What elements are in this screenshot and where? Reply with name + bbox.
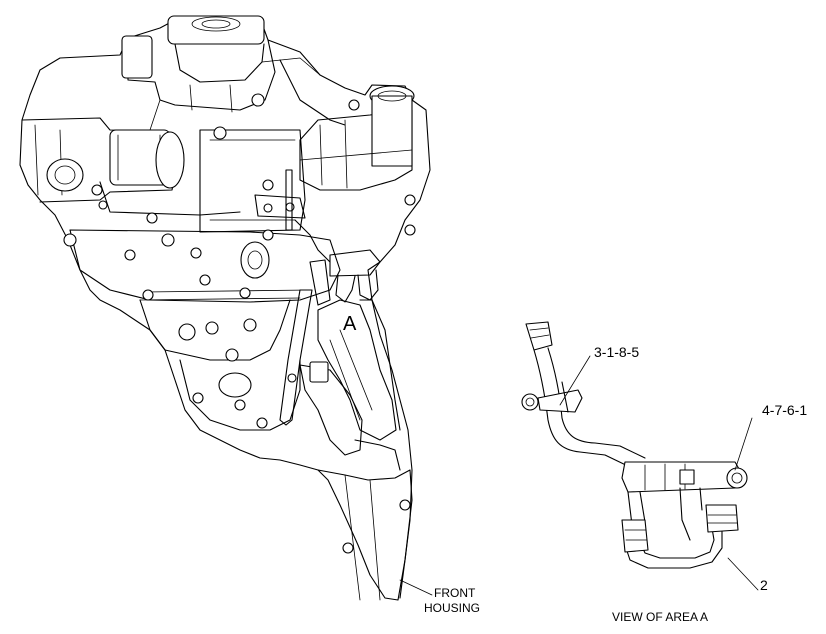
part-number-4-7-6-1: 4-7-6-1 <box>762 402 807 418</box>
view-of-area-a-caption: VIEW OF AREA A <box>612 610 708 624</box>
front-housing-label-line1: FRONT <box>434 586 476 600</box>
part-number-2: 2 <box>760 577 768 593</box>
part-number-3-1-8-5: 3-1-8-5 <box>594 344 639 360</box>
engine-assembly-drawing <box>19 15 431 601</box>
front-housing-label-line2: HOUSING <box>424 601 480 615</box>
area-a-label: A <box>343 313 357 335</box>
detail-view-area-a <box>521 321 748 569</box>
leader-lines <box>399 355 759 596</box>
